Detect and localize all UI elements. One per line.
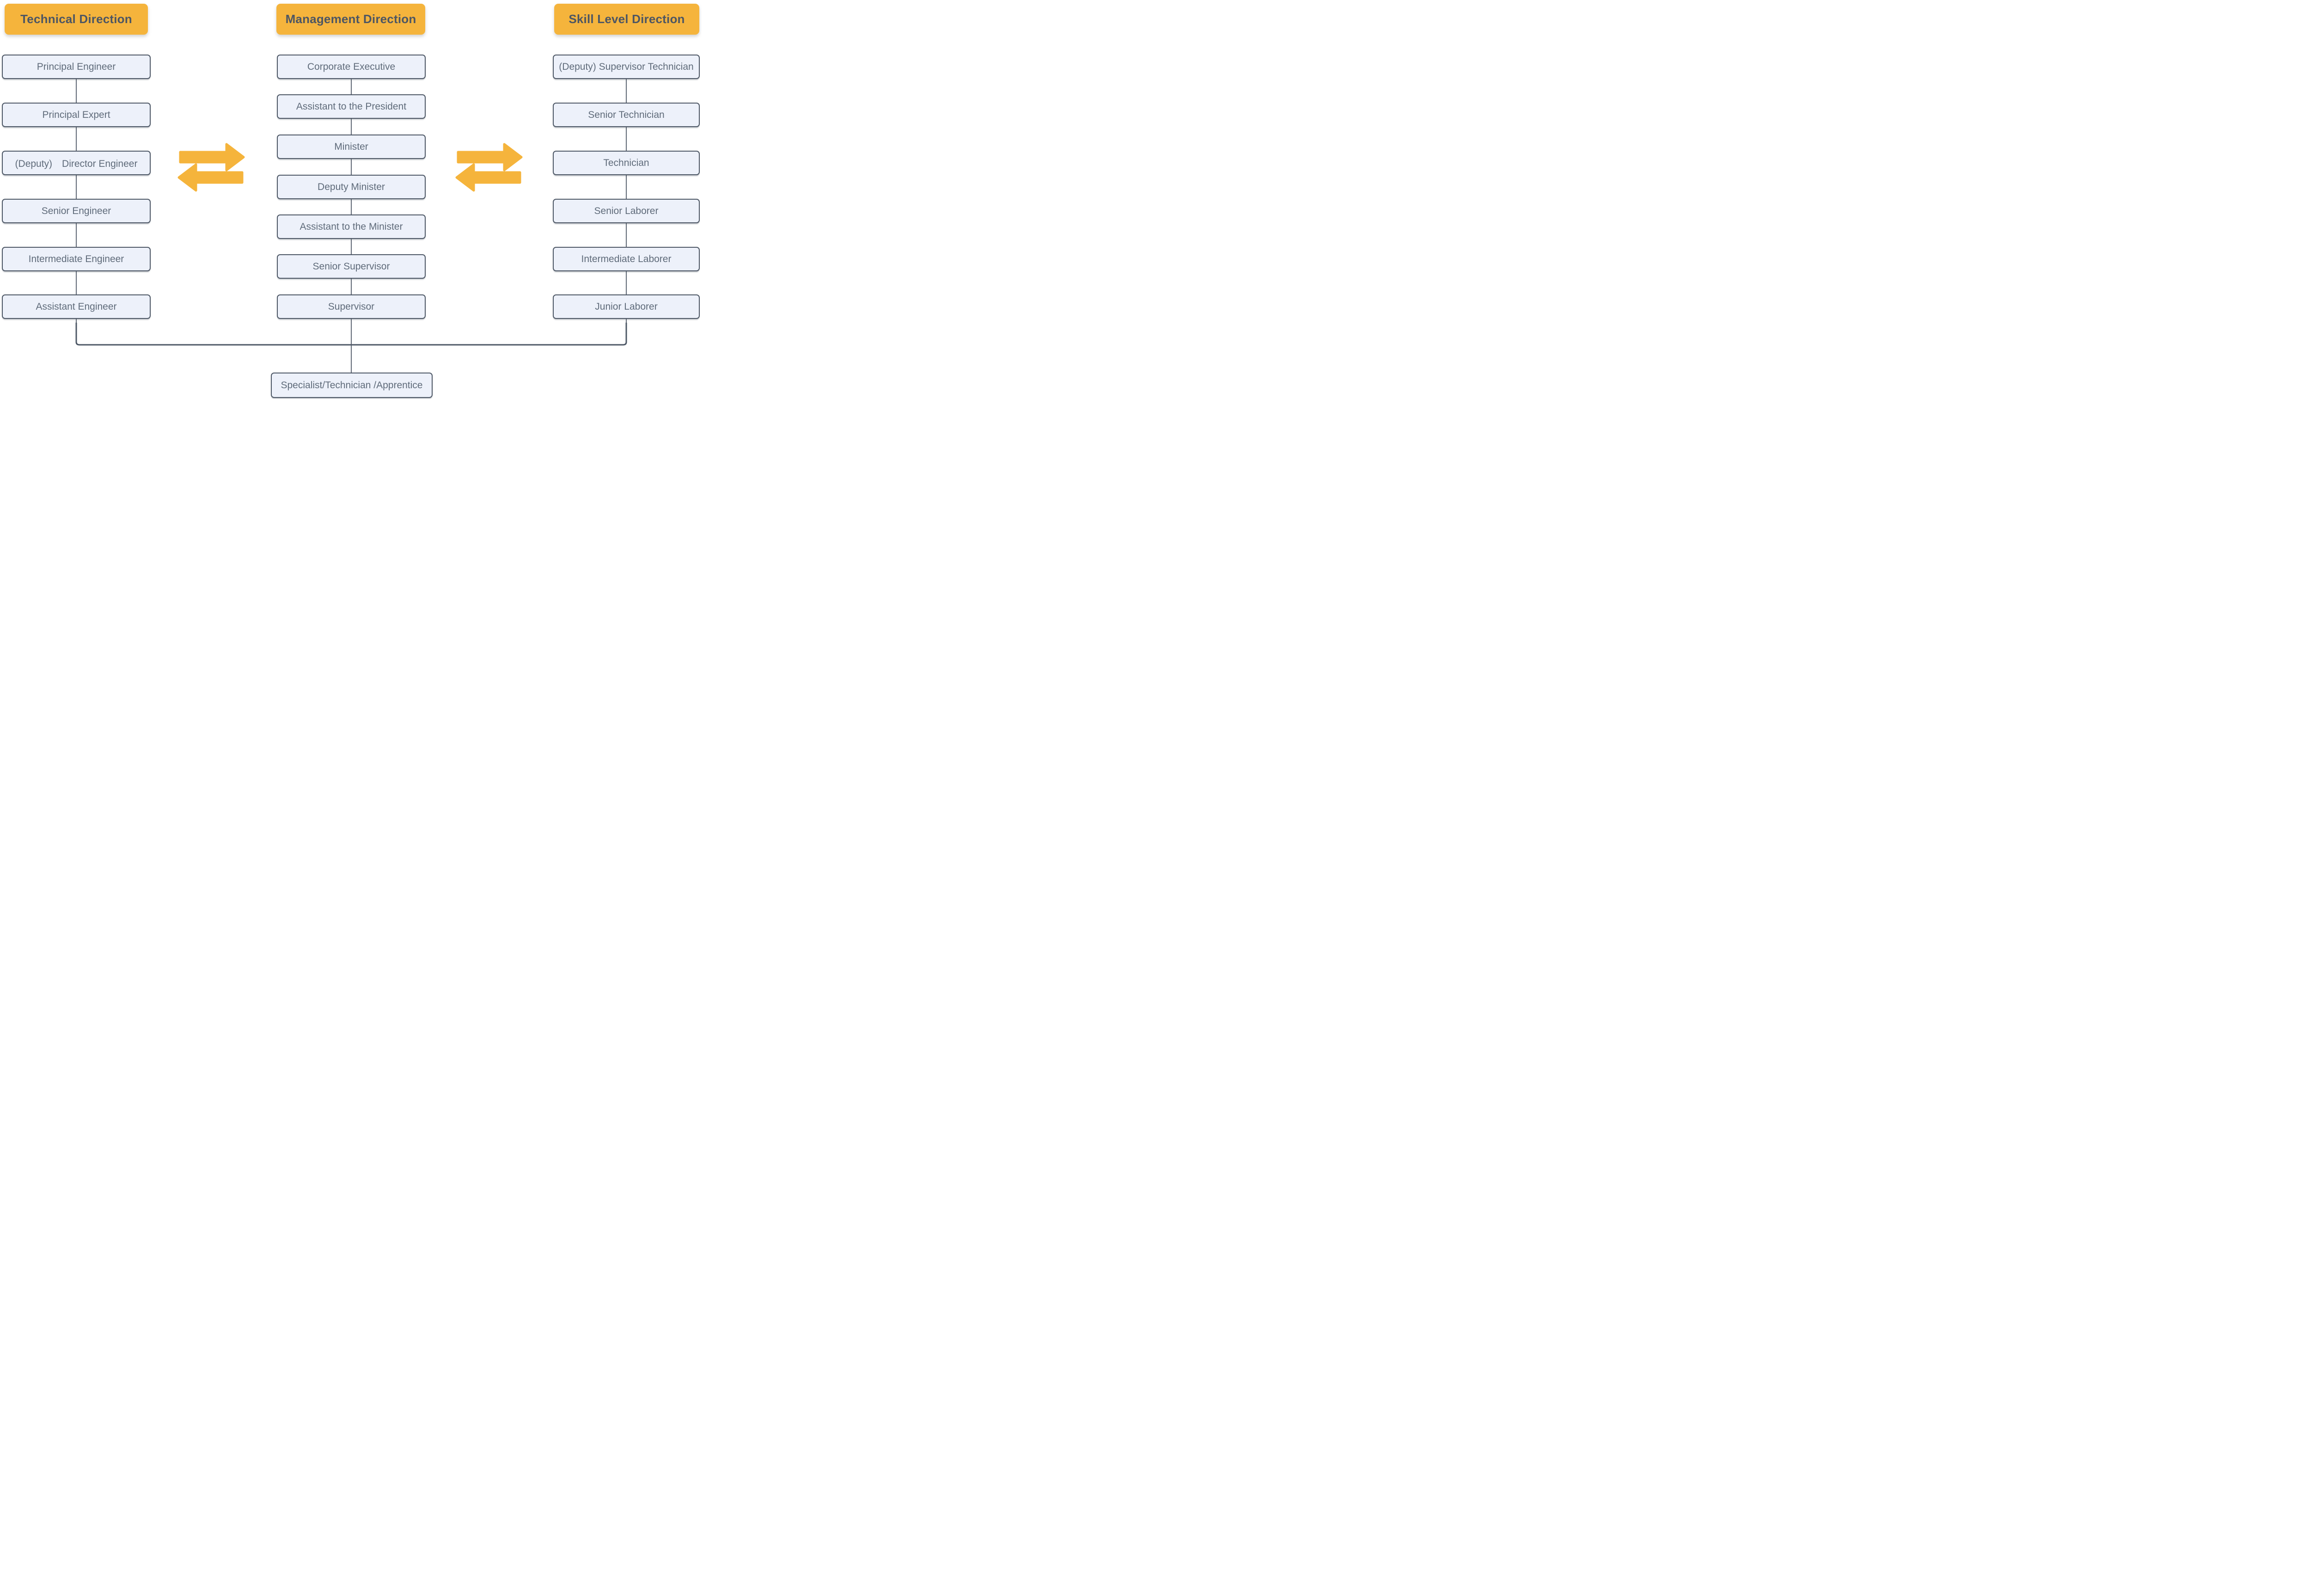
node-assistant-to-the-president: Assistant to the President xyxy=(277,94,426,119)
node-principal-expert: Principal Expert xyxy=(2,103,151,127)
node-junior-laborer: Junior Laborer xyxy=(553,294,700,319)
node-specialist-technician-apprentice: Specialist/Technician /Apprentice xyxy=(271,373,433,398)
node-corporate-executive: Corporate Executive xyxy=(277,55,426,79)
node-senior-laborer: Senior Laborer xyxy=(553,199,700,223)
node-supervisor: Supervisor xyxy=(277,294,426,319)
node-technician: Technician xyxy=(553,151,700,175)
header-management-direction: Management Direction xyxy=(276,4,425,35)
node-senior-engineer: Senior Engineer xyxy=(2,199,151,223)
header-skill-level-direction: Skill Level Direction xyxy=(554,4,699,35)
node-assistant-engineer: Assistant Engineer xyxy=(2,294,151,319)
bottom-join-line xyxy=(75,323,627,346)
node-assistant-to-the-minister: Assistant to the Minister xyxy=(277,214,426,239)
career-ladder-diagram: Technical Direction Management Direction… xyxy=(0,0,702,399)
connector-lines xyxy=(75,67,627,373)
header-technical-direction: Technical Direction xyxy=(5,4,148,35)
node-senior-supervisor: Senior Supervisor xyxy=(277,254,426,279)
node-deputy-supervisor-technician: (Deputy) Supervisor Technician xyxy=(553,55,700,79)
node-minister: Minister xyxy=(277,135,426,159)
node-principal-engineer: Principal Engineer xyxy=(2,55,151,79)
node-intermediate-engineer: Intermediate Engineer xyxy=(2,247,151,271)
node-senior-technician: Senior Technician xyxy=(553,103,700,127)
swap-arrows-right-icon xyxy=(455,143,523,192)
node-deputy-minister: Deputy Minister xyxy=(277,175,426,199)
node-deputy-director-engineer: (Deputy) Director Engineer xyxy=(2,151,151,175)
node-intermediate-laborer: Intermediate Laborer xyxy=(553,247,700,271)
swap-arrows-left-icon xyxy=(177,143,245,192)
